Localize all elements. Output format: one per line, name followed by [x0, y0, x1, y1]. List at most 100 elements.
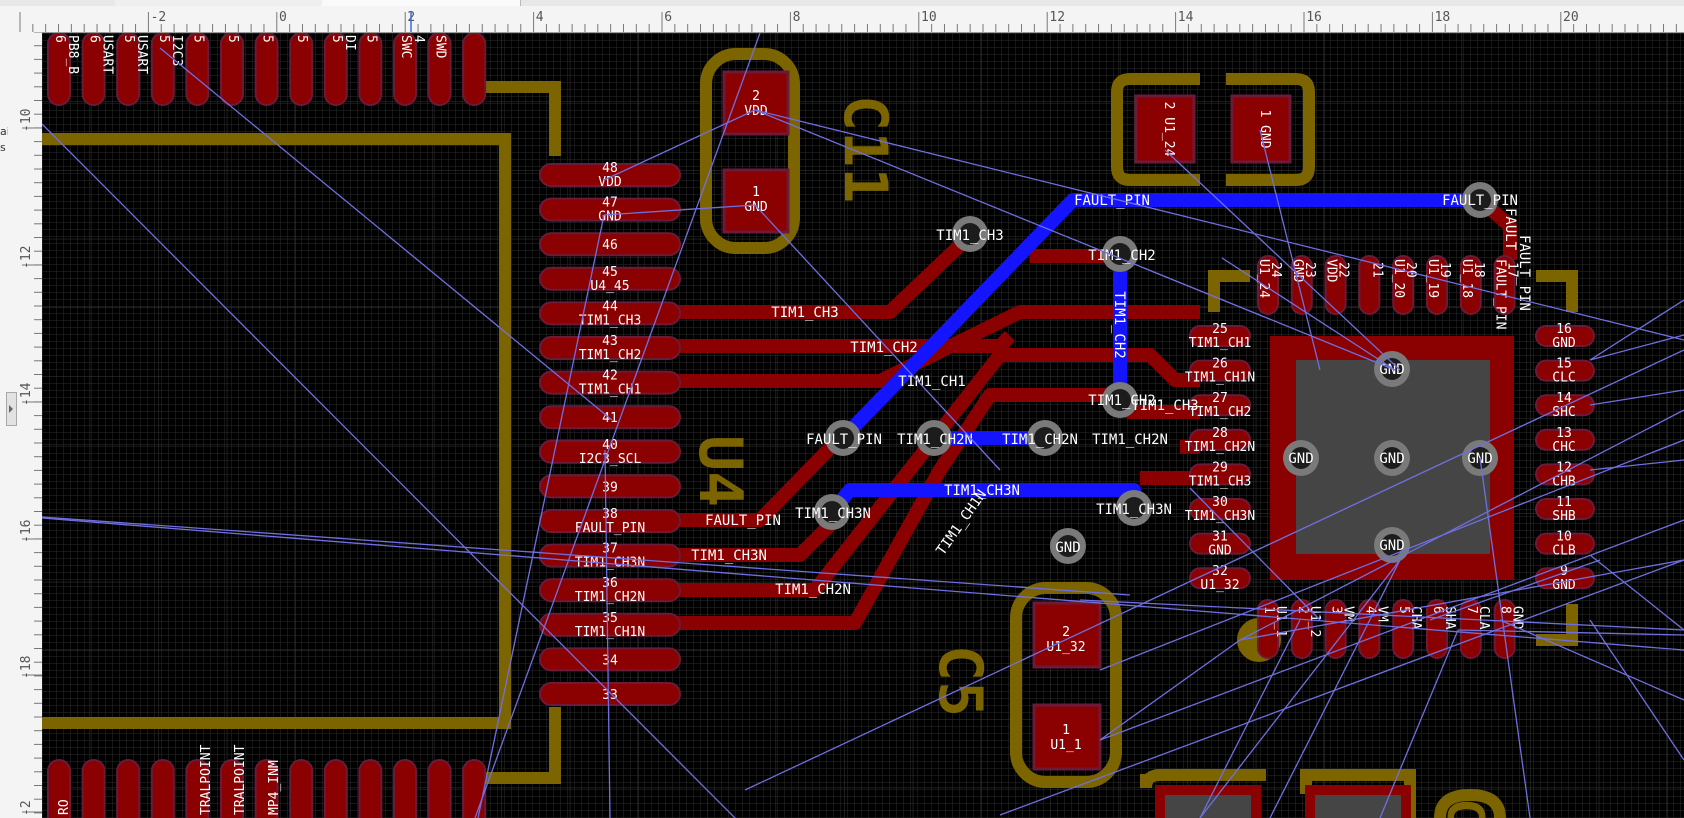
u1-pin-num: 21 — [1369, 262, 1384, 278]
u4-top-pad[interactable] — [289, 32, 314, 106]
h-ruler-label: 10 — [921, 10, 937, 25]
u4-bottom-pad[interactable] — [393, 759, 417, 818]
u4-pad-35[interactable] — [539, 612, 681, 637]
u4-top-pad[interactable] — [323, 32, 348, 106]
u4-bottom-pad[interactable] — [254, 759, 279, 818]
bottom-part-pad-1[interactable] — [1155, 785, 1261, 818]
u4-bottom-pad[interactable] — [323, 759, 348, 818]
u1-bottom-pad-8[interactable] — [1493, 599, 1516, 659]
pcb-canvas[interactable]: U4 C11 C5 C — [36, 32, 1684, 818]
c5-pad-1[interactable] — [1032, 703, 1102, 771]
u1-top-pad-17[interactable] — [1493, 255, 1516, 315]
u1-pin-net: GND — [1510, 606, 1525, 630]
silkscreen-layer — [36, 48, 1578, 818]
u1-bottom-pad-1[interactable] — [1257, 599, 1279, 659]
u1-top-pad-22[interactable] — [1324, 255, 1347, 315]
u1-top-pad-20[interactable] — [1392, 255, 1415, 315]
u4-bottom-pad[interactable] — [116, 759, 141, 818]
u4-pad-number: 44 — [602, 299, 618, 314]
u1-right-pad-16[interactable] — [1535, 325, 1595, 347]
u4-pad-39[interactable] — [539, 474, 681, 499]
ratsnest-line — [603, 109, 756, 181]
ratsnest-line — [744, 349, 1684, 791]
via-label: TIM1_CH2N — [1092, 432, 1168, 448]
u1-pin-net: TIM1_CH3 — [1189, 474, 1252, 489]
u4-pad-33[interactable] — [539, 682, 681, 706]
u4-bottom-pad[interactable] — [220, 759, 244, 818]
u1-top-pad-21[interactable] — [1358, 255, 1381, 315]
u1-bottom-pad-3[interactable] — [1324, 599, 1347, 659]
u1-left-pad-32[interactable] — [1189, 567, 1251, 590]
h-ruler-label: 8 — [793, 10, 801, 25]
u4-pad-44[interactable] — [539, 301, 681, 326]
c5-pad-2[interactable] — [1032, 601, 1102, 669]
ratsnest-line — [41, 123, 736, 818]
u1-pin-num: 13 — [1556, 426, 1572, 441]
u4-bottom-pad[interactable] — [358, 759, 383, 818]
u1-right-pad-9[interactable] — [1535, 567, 1595, 590]
u4-pad-45[interactable] — [539, 266, 681, 291]
u4-pad-34[interactable] — [539, 647, 681, 672]
u4-bottom-pad[interactable] — [150, 759, 175, 818]
u1-left-pad-29[interactable] — [1189, 463, 1251, 486]
u4-bottom-pin-label: TRALPOINT — [199, 744, 214, 815]
u4-top-pad[interactable] — [116, 32, 141, 106]
u4-top-pad[interactable] — [393, 32, 417, 106]
u1-pin-num: 32 — [1212, 564, 1228, 579]
u4-pad-36[interactable] — [539, 578, 681, 603]
track-tim1-ch2n — [670, 348, 1200, 597]
u4-bottom-pad[interactable] — [289, 759, 314, 818]
via-label: GND — [1379, 451, 1404, 467]
u4-top-pad[interactable] — [81, 32, 106, 106]
u4-bottom-pad[interactable] — [427, 759, 452, 818]
u4-bottom-pad[interactable] — [185, 759, 210, 818]
u4-pad-46[interactable] — [539, 232, 681, 257]
u1-right-pad-11[interactable] — [1535, 498, 1595, 520]
u4-top-pad[interactable] — [254, 32, 279, 106]
u4-top-pad[interactable] — [220, 32, 244, 106]
u4-top-pad[interactable] — [462, 32, 487, 106]
u4-top-pad[interactable] — [185, 32, 210, 106]
u1-left-pad-27[interactable] — [1189, 394, 1251, 417]
bottom-part-pad-2[interactable] — [1305, 785, 1411, 818]
track-label-ch2: TIM1_CH2 — [850, 340, 917, 356]
ratsnest-line — [604, 449, 611, 818]
u1-left-pad-25[interactable] — [1189, 325, 1251, 347]
ratsnest-line — [1239, 409, 1684, 641]
via-label: TIM1_CH2N — [897, 432, 973, 448]
top-cap-pad-1[interactable] — [1230, 94, 1292, 164]
u1-left-pad-28[interactable] — [1189, 428, 1251, 451]
u1-right-pad-13[interactable] — [1535, 428, 1595, 451]
horizontal-ruler[interactable]: -202468101214161820 — [0, 6, 1684, 33]
u1-left-pad-26[interactable] — [1189, 359, 1251, 382]
c11-pad-1[interactable] — [722, 168, 790, 234]
u4-bottom-pad[interactable] — [47, 759, 71, 818]
u1-right-pad-10[interactable] — [1535, 532, 1595, 555]
u1-pin-net: TIM1_CH1 — [1189, 336, 1252, 351]
u4-top-pad[interactable] — [358, 32, 383, 106]
ratsnest-line — [1079, 599, 1684, 631]
u4-top-pad[interactable] — [47, 32, 71, 106]
ratsnest-line — [754, 109, 1396, 371]
u4-pad-48[interactable] — [539, 163, 681, 187]
u1-top-pad-24[interactable] — [1257, 255, 1279, 315]
u1-top-pad-19[interactable] — [1426, 255, 1448, 315]
u4-pad-42[interactable] — [539, 370, 681, 395]
u4-top-pin-label: 5 — [190, 35, 205, 43]
sidebar-collapse-handle[interactable] — [6, 392, 17, 426]
ratsnest-line — [1099, 439, 1684, 671]
u4-top-pad[interactable] — [427, 32, 452, 106]
u1-pin-net: VDD — [1324, 259, 1339, 283]
u4-bottom-pin-label: TRALPOINT — [233, 744, 248, 815]
u1-right-pad-15[interactable] — [1535, 359, 1595, 382]
top-cap-pad-2[interactable] — [1134, 94, 1196, 164]
u4-bottom-pad[interactable] — [462, 759, 487, 818]
via-label: GND — [1379, 538, 1404, 554]
u4-bottom-pad[interactable] — [81, 759, 106, 818]
u4-top-pad[interactable] — [150, 32, 175, 106]
u4-pad-41[interactable] — [539, 405, 681, 430]
u1-left-pad-31[interactable] — [1189, 532, 1251, 555]
u1-top-pad-23[interactable] — [1290, 255, 1313, 315]
u4-pad-40[interactable] — [539, 439, 681, 464]
